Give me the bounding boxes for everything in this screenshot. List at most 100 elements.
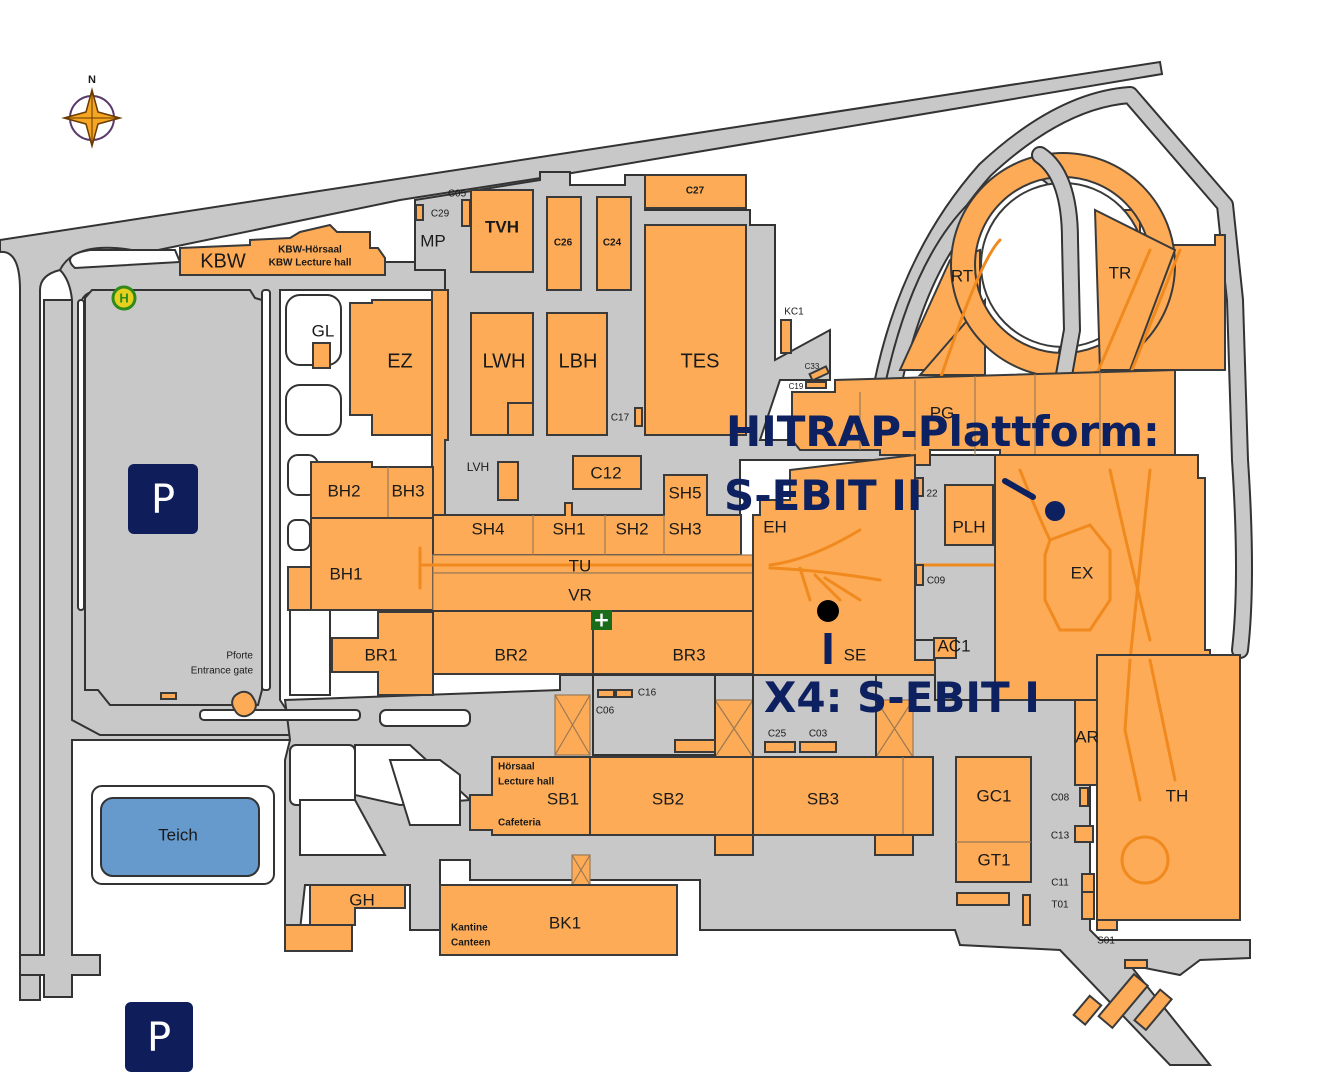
label-MP: MP bbox=[420, 231, 446, 250]
label-BH3: BH3 bbox=[391, 481, 424, 500]
beamline bbox=[1088, 248, 1152, 392]
building-small bbox=[1022, 894, 1031, 926]
wall bbox=[554, 694, 591, 756]
label-VR: VR bbox=[568, 585, 592, 604]
label-BR3: BR3 bbox=[672, 645, 705, 664]
label-SE: SE bbox=[844, 645, 867, 664]
road-east-ring bbox=[873, 88, 1251, 657]
label-BK1: BK1 bbox=[549, 913, 581, 932]
compass-north-label: N bbox=[88, 74, 96, 86]
label-C11: C11 bbox=[1051, 878, 1069, 889]
first-aid-icon: + bbox=[591, 608, 612, 632]
label-C12: C12 bbox=[590, 463, 621, 482]
label-C25: C25 bbox=[768, 729, 787, 740]
label-LBH: LBH bbox=[559, 350, 598, 372]
building-C12 bbox=[572, 455, 642, 490]
building-GL bbox=[312, 342, 331, 369]
beamline bbox=[823, 576, 862, 602]
islands bbox=[69, 249, 473, 856]
building-BR1 bbox=[331, 611, 434, 696]
island bbox=[261, 289, 271, 691]
label-TVH: TVH bbox=[485, 217, 519, 236]
building-TH bbox=[1096, 654, 1241, 921]
label-GT1: GT1 bbox=[977, 850, 1010, 869]
compass-rose: N bbox=[61, 74, 123, 149]
building-SB3 bbox=[752, 756, 934, 836]
wall bbox=[571, 854, 591, 886]
parking-sign-label: P bbox=[147, 1015, 171, 1061]
island bbox=[77, 299, 85, 611]
first-aid-label: + bbox=[593, 608, 610, 632]
label-C09: C09 bbox=[927, 576, 946, 587]
label-T01: T01 bbox=[1051, 900, 1069, 911]
annotation-hitrap: HITRAP-Plattform: S-EBIT II bbox=[724, 407, 1160, 521]
label-C24: C24 bbox=[603, 238, 622, 249]
label-BK1-sub1: Kantine bbox=[451, 923, 488, 934]
beamline bbox=[1123, 658, 1142, 802]
label-EX: EX bbox=[1071, 563, 1094, 582]
building-C17 bbox=[634, 407, 643, 427]
label-C05: C05 bbox=[448, 189, 467, 200]
ring-accelerator bbox=[898, 146, 1226, 402]
label-SB1-sub2: Lecture hall bbox=[498, 777, 554, 788]
parking-sign-bg bbox=[128, 464, 198, 534]
label-C13: C13 bbox=[1051, 831, 1070, 842]
parking-sign-bg bbox=[125, 1002, 193, 1072]
beamline-loop bbox=[1120, 835, 1170, 885]
label-C06: C06 bbox=[596, 706, 615, 717]
label-PG: PG bbox=[930, 403, 955, 422]
building-small bbox=[956, 892, 1010, 906]
building-C25 bbox=[764, 741, 796, 753]
label-SB1: SB1 bbox=[547, 789, 579, 808]
label-SH5: SH5 bbox=[668, 483, 701, 502]
building-LBH bbox=[546, 312, 608, 436]
building-C24 bbox=[596, 196, 632, 291]
label-AC1: AC1 bbox=[937, 636, 970, 655]
label-SH1: SH1 bbox=[552, 519, 585, 538]
building-cluster-southeast bbox=[1072, 972, 1174, 1032]
building-C06 bbox=[597, 689, 615, 698]
label-RT: RT bbox=[951, 266, 973, 285]
building-C19 bbox=[805, 381, 827, 389]
building-C13 bbox=[1074, 825, 1094, 843]
label-SH2: SH2 bbox=[615, 519, 648, 538]
building-BK1 bbox=[439, 884, 678, 956]
label-C26: C26 bbox=[554, 238, 573, 249]
building-C03 bbox=[799, 741, 837, 753]
pond bbox=[100, 797, 260, 877]
building-LVH bbox=[497, 461, 519, 501]
beamline bbox=[938, 238, 1002, 382]
location-marker-sebit2[interactable] bbox=[1045, 501, 1065, 521]
label-C08: C08 bbox=[1051, 793, 1070, 804]
building-C09 bbox=[915, 564, 924, 586]
building-C33 bbox=[808, 365, 831, 382]
building-C27 bbox=[644, 174, 747, 209]
building-SB-annex bbox=[714, 834, 754, 856]
label-SB1-sub1: Hörsaal bbox=[498, 762, 535, 773]
label-AR: AR bbox=[1075, 727, 1099, 746]
label-gate-de: Pforte bbox=[226, 651, 253, 662]
bus-stop-label: H bbox=[119, 290, 128, 305]
building-C11 bbox=[1081, 873, 1095, 893]
annotation-hitrap-pointer bbox=[1002, 478, 1036, 500]
label-C27: C27 bbox=[686, 186, 705, 197]
label-C33: C33 bbox=[805, 362, 820, 371]
island bbox=[289, 744, 356, 806]
building-LWH-annex bbox=[507, 402, 534, 436]
building-small bbox=[160, 692, 177, 700]
building-BH1-annex bbox=[287, 566, 312, 611]
label-EZ: EZ bbox=[387, 350, 413, 372]
beamline bbox=[1018, 468, 1052, 542]
label-GC1: GC1 bbox=[977, 786, 1012, 805]
location-marker-sebit1[interactable] bbox=[817, 600, 839, 622]
label-SH3: SH3 bbox=[668, 519, 701, 538]
label-S01: S01 bbox=[1097, 936, 1115, 947]
pond-label: Teich bbox=[158, 825, 198, 844]
building-GH-annex bbox=[284, 924, 353, 952]
building-small bbox=[1072, 994, 1103, 1026]
compass-axes bbox=[64, 90, 120, 146]
wall bbox=[875, 699, 914, 758]
label-C17: C17 bbox=[611, 413, 630, 424]
building-T01 bbox=[1081, 891, 1095, 920]
label-GL: GL bbox=[312, 321, 335, 340]
